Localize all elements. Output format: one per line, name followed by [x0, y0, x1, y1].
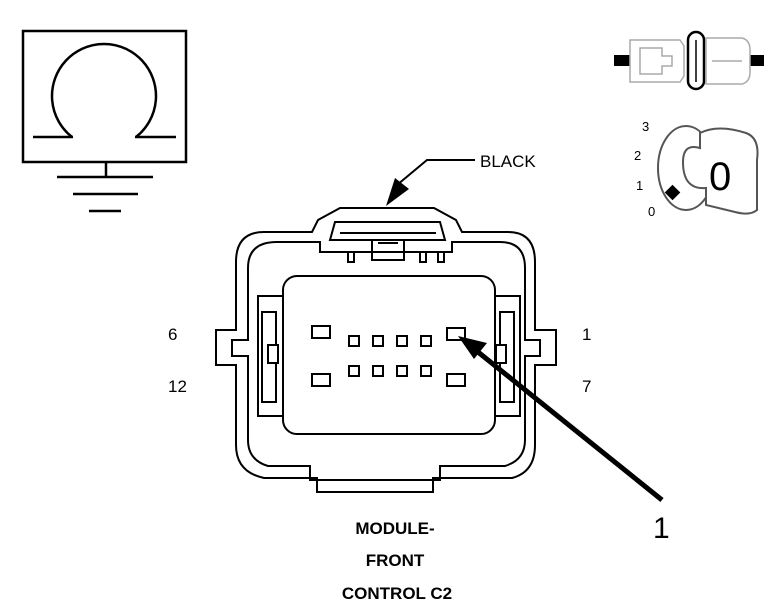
key-position-1: 1	[636, 178, 643, 193]
shield-ground-icon	[21, 29, 188, 213]
ignition-key-icon	[657, 125, 759, 215]
pin-label-6: 6	[168, 325, 177, 344]
connector-title-line-2: FRONT	[366, 551, 425, 570]
pin-label-12: 12	[168, 377, 187, 396]
cavity-10	[372, 365, 384, 377]
cavity-5	[348, 335, 360, 347]
pin-label-1: 1	[582, 325, 591, 344]
callout-arrow	[458, 336, 664, 502]
key-position-0: 0	[648, 204, 655, 219]
cavity-4	[372, 335, 384, 347]
cavity-6	[311, 325, 331, 339]
pin-cavities	[311, 325, 466, 387]
color-leader-arrow	[386, 159, 475, 206]
cavity-2	[420, 335, 432, 347]
inline-connector-icon	[614, 30, 764, 91]
connector-color-label: BLACK	[480, 152, 536, 171]
cavity-3	[396, 335, 408, 347]
connector-face	[215, 207, 557, 493]
cavity-7	[446, 373, 466, 387]
key-position-2: 2	[634, 148, 641, 163]
cavity-12	[311, 373, 331, 387]
connector-title-line-1: MODULE-	[355, 519, 434, 538]
cavity-8	[420, 365, 432, 377]
key-position-3: 3	[642, 119, 649, 134]
pin-label-7: 7	[582, 377, 591, 396]
cavity-11	[348, 365, 360, 377]
callout-number: 1	[653, 512, 670, 545]
connector-title-line-3: CONTROL C2	[342, 584, 452, 603]
cavity-9	[396, 365, 408, 377]
key-current-position: 0	[709, 155, 731, 199]
